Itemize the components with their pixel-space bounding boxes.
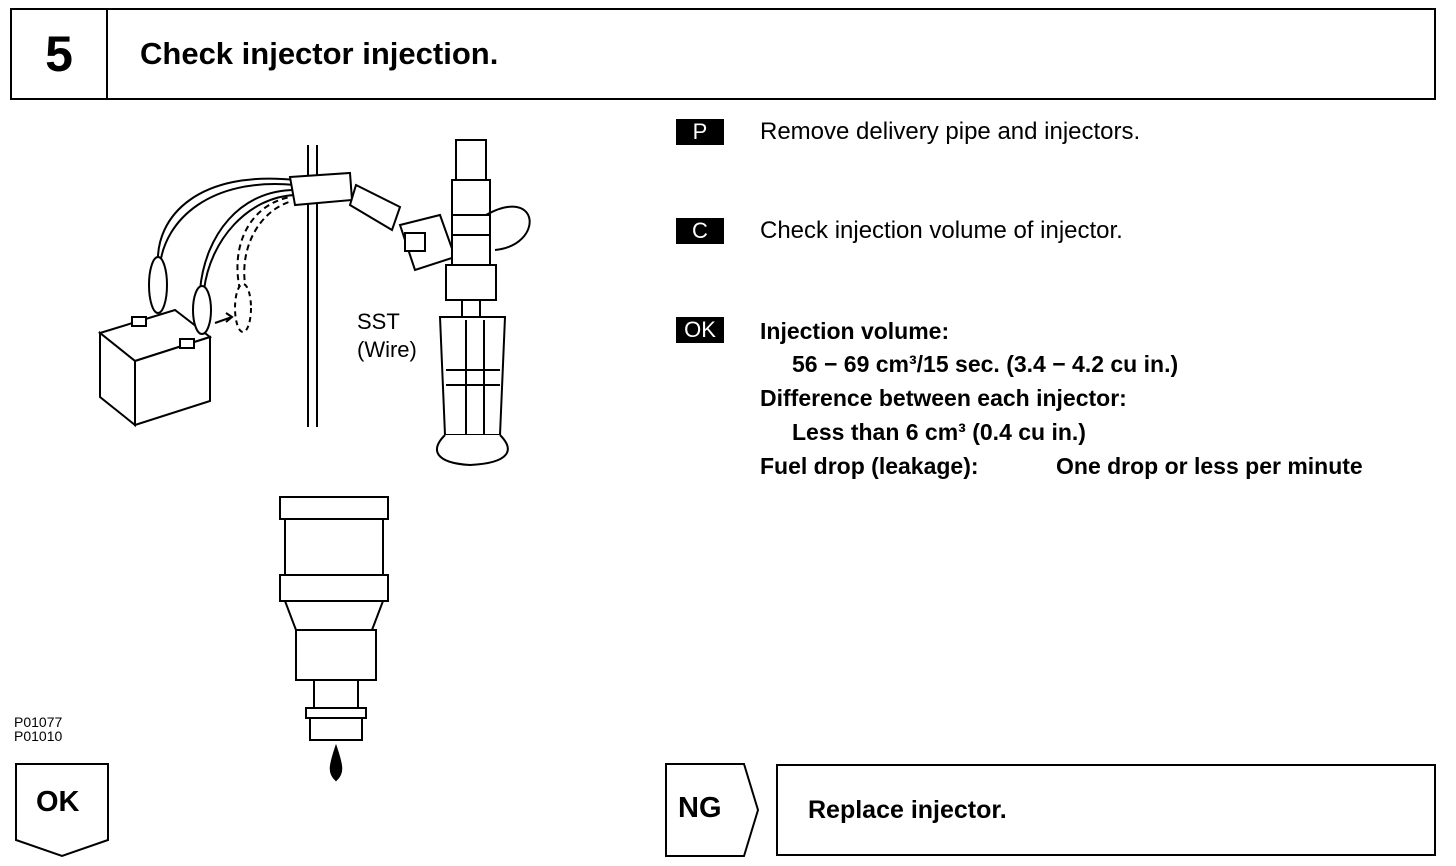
procedure-text-check: Check injection volume of injector. <box>760 217 1123 244</box>
figure-code-2: P01010 <box>14 728 63 744</box>
step-header: 5 Check injector injection. <box>10 8 1436 100</box>
step-number: 5 <box>12 10 108 98</box>
injector-test-illustration: SST (Wire) P01077 P01010 <box>0 105 660 795</box>
fuel-drop-label: Fuel drop (leakage): <box>760 453 979 479</box>
fuel-drop-value: One drop or less per minute <box>1056 453 1363 479</box>
procedure-text-remove: Remove delivery pipe and injectors. <box>760 118 1141 145</box>
ng-label: NG <box>678 792 722 824</box>
procedure-tag-ok: OK <box>676 317 724 343</box>
difference-value: Less than 6 cm³ (0.4 cu in.) <box>792 419 1086 445</box>
wire-label: (Wire) <box>357 337 417 362</box>
fuel-drop-icon <box>329 743 343 782</box>
ok-result-box: OK <box>14 762 110 858</box>
ok-label: OK <box>36 786 80 818</box>
measuring-cylinder-drawing <box>436 316 509 467</box>
battery-drawing <box>97 308 213 428</box>
ng-result-box: NG <box>664 762 772 858</box>
right-arrow-box-icon <box>665 763 760 857</box>
difference-label: Difference between each injector: <box>760 385 1127 411</box>
step-title: Check injector injection. <box>140 36 499 71</box>
ng-action-text: Replace injector. <box>808 795 1007 824</box>
injection-volume-value: 56 − 69 cm³/15 sec. (3.4 − 4.2 cu in.) <box>792 351 1179 377</box>
down-arrow-box-icon <box>15 763 109 858</box>
sst-label: SST <box>357 309 400 334</box>
ng-action-box: Replace injector. <box>776 764 1436 856</box>
test-setup-drawing <box>97 139 531 782</box>
procedure-tag-c: C <box>676 218 724 244</box>
procedure-tag-p: P <box>676 119 724 145</box>
figure-code-1: P01077 <box>14 714 63 730</box>
injector-nozzle-closeup <box>279 496 389 782</box>
injection-volume-label: Injection volume: <box>760 318 950 344</box>
